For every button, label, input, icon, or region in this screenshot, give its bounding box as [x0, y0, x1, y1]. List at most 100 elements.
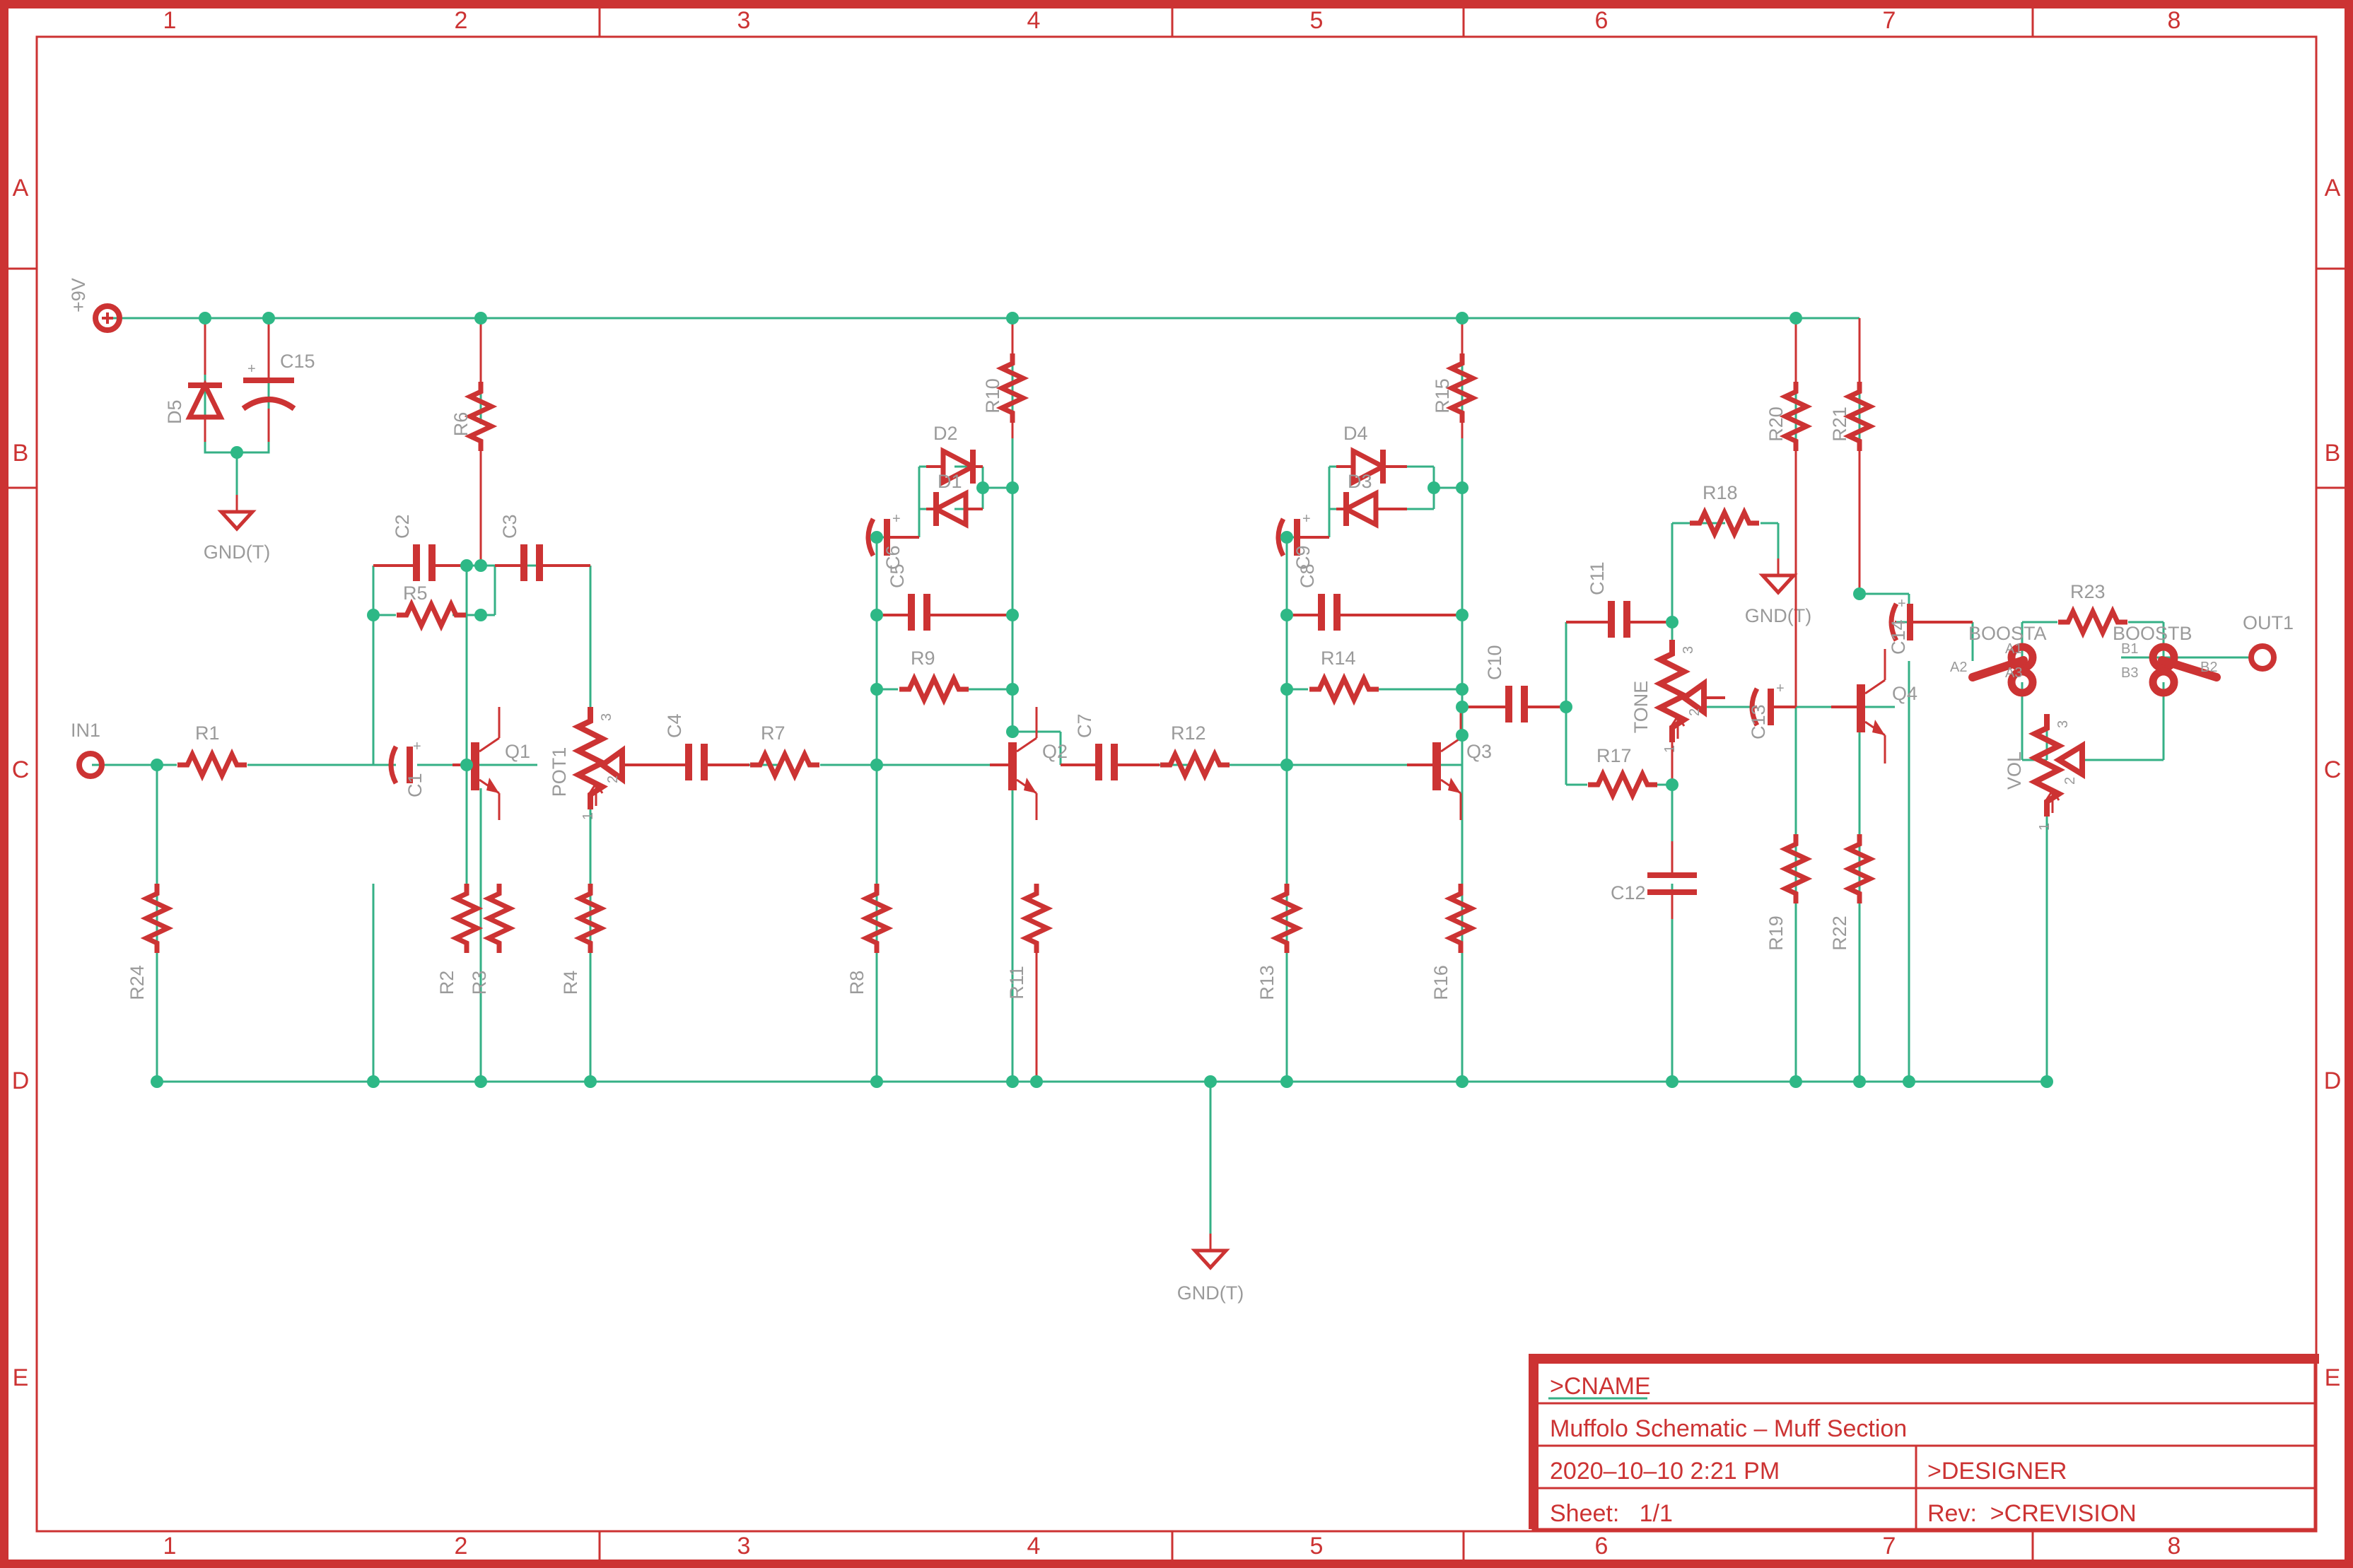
refdes-r1: R1: [195, 722, 220, 744]
capacitor-c4: C4: [640, 713, 749, 780]
resistor-r13: R13: [1256, 884, 1297, 1000]
refdes-r12: R12: [1171, 722, 1206, 744]
refdes-c13: C13: [1748, 704, 1769, 739]
zone-top-6: 6: [1595, 7, 1608, 34]
zone-bottom-7: 7: [1883, 1533, 1896, 1560]
pot1-pin3: 3: [599, 713, 614, 721]
refdes-c1: C1: [404, 773, 426, 797]
refdes-r21: R21: [1829, 406, 1850, 442]
refdes-c5: C5: [887, 563, 908, 588]
c9-polarity: +: [1302, 511, 1311, 527]
vol-pin1: 1: [2037, 823, 2053, 831]
refdes-r3: R3: [469, 971, 490, 995]
pot1-pin2: 2: [605, 776, 621, 783]
zone-bottom-4: 4: [1027, 1533, 1041, 1560]
title-block-date: 2020–10–10 2:21 PM: [1550, 1458, 1780, 1485]
resistor-r18: R18: [1690, 482, 1759, 534]
gnd-label-1: GND(T): [204, 542, 270, 563]
refdes-pot1: POT1: [549, 747, 570, 797]
zone-bottom-1: 1: [163, 1533, 177, 1560]
refdes-d5: D5: [164, 399, 185, 424]
refdes-r11: R11: [1006, 966, 1027, 1000]
zone-top-3: 3: [737, 7, 751, 34]
resistor-r19: R19: [1765, 834, 1806, 951]
zone-bottom-2: 2: [455, 1533, 468, 1560]
zone-top-8: 8: [2168, 7, 2181, 34]
refdes-c11: C11: [1587, 561, 1608, 595]
refdes-d3: D3: [1348, 471, 1372, 492]
resistor-r3: R3: [469, 884, 510, 995]
tone-pin2: 2: [1687, 708, 1703, 716]
resistor-r5: R5: [397, 583, 466, 626]
resistor-r4: R4: [560, 884, 601, 995]
zone-labels-left: A B C D E: [12, 175, 30, 1391]
resistor-r2: R2: [436, 884, 477, 995]
vol-pin3: 3: [2055, 720, 2071, 728]
diode-d5: D5: [164, 318, 225, 442]
refdes-r6: R6: [450, 412, 472, 437]
refdes-q1: Q1: [505, 741, 530, 762]
capacitor-c14: C14 +: [1888, 596, 1973, 655]
potentiometer-pot1[interactable]: POT1 3 2 1: [549, 707, 640, 820]
capacitor-c8: C8: [1287, 563, 1462, 631]
zone-top-7: 7: [1883, 7, 1896, 34]
gnd-label-3: GND(T): [1177, 1282, 1244, 1304]
refdes-r5: R5: [403, 583, 428, 604]
zone-bottom-8: 8: [2168, 1533, 2181, 1560]
c13-polarity: +: [1776, 681, 1785, 696]
capacitor-c12: C12: [1611, 841, 1697, 919]
zone-bottom-5: 5: [1310, 1533, 1324, 1560]
refdes-d1: D1: [938, 471, 962, 492]
label-in1: IN1: [71, 720, 100, 741]
resistor-r10: R10: [982, 318, 1023, 438]
zone-right-c: C: [2324, 756, 2342, 783]
title-block: >CNAME Muffolo Schematic – Muff Section …: [1529, 1354, 2319, 1531]
capacitor-c2: C2: [373, 514, 467, 581]
refdes-d4: D4: [1343, 423, 1368, 444]
refdes-r13: R13: [1256, 965, 1278, 1000]
zone-top-4: 4: [1027, 7, 1041, 34]
zone-bottom-3: 3: [737, 1533, 751, 1560]
potentiometer-vol[interactable]: VOL 3 2 1: [2004, 714, 2085, 831]
resistor-r15: R15: [1432, 318, 1473, 438]
title-block-cname: >CNAME: [1550, 1373, 1651, 1400]
zone-left-a: A: [13, 175, 29, 201]
refdes-r14: R14: [1321, 648, 1356, 669]
tone-pin1: 1: [1662, 745, 1678, 753]
resistor-r14: R14: [1309, 648, 1379, 700]
label-out1: OUT1: [2243, 612, 2294, 633]
boostb-b2: B2: [2200, 660, 2217, 675]
ground-symbol-main: GND(T): [1177, 1234, 1244, 1304]
switch-boosta[interactable]: BOOSTA A1 A2 A3: [1950, 623, 2047, 697]
switch-boostb[interactable]: BOOSTB B1 B2 B3: [2113, 623, 2221, 697]
capacitor-c11: C11: [1566, 561, 1672, 638]
power-input-port[interactable]: +9V: [68, 278, 122, 333]
zone-right-d: D: [2324, 1067, 2342, 1094]
resistor-r9: R9: [899, 648, 969, 700]
refdes-q2: Q2: [1042, 741, 1068, 762]
boosta-a2: A2: [1950, 660, 1967, 675]
title-block-revision: Rev: >CREVISION: [1927, 1500, 2137, 1527]
resistor-r22: R22: [1829, 834, 1870, 951]
capacitor-c13: C13 +: [1748, 681, 1796, 739]
capacitor-c10: C10: [1462, 645, 1566, 722]
port-in1[interactable]: IN1: [71, 720, 105, 779]
refdes-r20: R20: [1765, 406, 1787, 442]
refdes-r19: R19: [1765, 915, 1787, 951]
refdes-tone: TONE: [1630, 681, 1652, 734]
c1-polarity: +: [413, 739, 421, 754]
refdes-r2: R2: [436, 971, 457, 995]
zone-top-2: 2: [455, 7, 468, 34]
refdes-c12: C12: [1611, 882, 1646, 903]
zone-labels-right: A B C D E: [2324, 175, 2342, 1391]
potentiometer-tone[interactable]: TONE 3 2 1: [1630, 640, 1725, 785]
refdes-r4: R4: [560, 971, 581, 995]
refdes-c6: C6: [882, 545, 904, 570]
transistor-q3: Q3: [1407, 707, 1492, 820]
refdes-c15: C15: [280, 351, 315, 372]
title-block-title: Muffolo Schematic – Muff Section: [1550, 1415, 1907, 1442]
refdes-c2: C2: [392, 514, 413, 539]
port-out1[interactable]: OUT1: [2243, 612, 2294, 672]
